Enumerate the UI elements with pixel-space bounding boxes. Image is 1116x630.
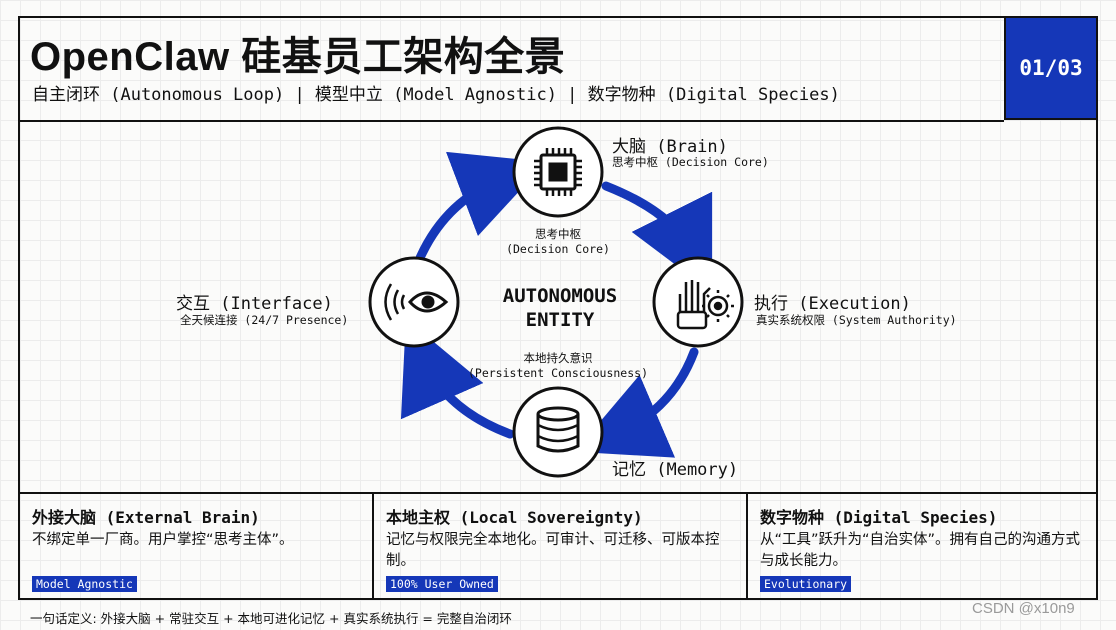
arrow-execution-to-memory <box>574 347 699 458</box>
feature-cards: 外接大脑 (External Brain) 不绑定单一厂商。用户掌控“思考主体”… <box>20 492 1096 600</box>
cpu-chip-icon <box>534 148 582 196</box>
header: OpenClaw 硅基员工架构全景 自主闭环 (Autonomous Loop)… <box>20 18 1004 122</box>
card-tag: 100% User Owned <box>386 576 498 592</box>
brain-sublabel: 思考中枢 (Decision Core) <box>612 155 769 169</box>
brain-label: 大脑 (Brain) <box>612 137 728 157</box>
memory-node <box>512 386 604 478</box>
interface-sublabel: 全天候连接 (24/7 Presence) <box>180 313 349 327</box>
page-number-badge: 01/03 <box>1004 18 1096 120</box>
card-external-brain: 外接大脑 (External Brain) 不绑定单一厂商。用户掌控“思考主体”… <box>20 494 372 600</box>
card-title: 外接大脑 (External Brain) <box>32 508 260 527</box>
execution-sublabel: 真实系统权限 (System Authority) <box>756 313 957 327</box>
card-title: 本地主权 (Local Sovereignty) <box>386 508 643 527</box>
card-local-sovereignty: 本地主权 (Local Sovereignty) 记忆与权限完全本地化。可审计、… <box>372 494 746 600</box>
center-title-line2: ENTITY <box>525 309 595 331</box>
memory-inner-sublabel: (Persistent Consciousness) <box>467 366 648 380</box>
arrow-memory-to-interface <box>400 318 515 439</box>
footer-definition: 一句话定义: 外接大脑 + 常驻交互 + 本地可进化记忆 + 真实系统执行 = … <box>30 611 512 626</box>
watermark: CSDN @x10n9 <box>972 600 1075 617</box>
arrow-brain-to-execution <box>601 181 713 293</box>
card-title: 数字物种 (Digital Species) <box>760 508 998 527</box>
memory-label: 记忆 (Memory) <box>612 460 739 480</box>
card-tag: Model Agnostic <box>32 576 137 592</box>
slide-frame: OpenClaw 硅基员工架构全景 自主闭环 (Autonomous Loop)… <box>18 16 1098 600</box>
card-body: 记忆与权限完全本地化。可审计、可迁移、可版本控制。 <box>386 532 720 569</box>
robot-hand-gear-icon <box>676 280 734 330</box>
execution-node <box>652 256 744 348</box>
eye-waves-icon <box>384 283 449 321</box>
center-title: AUTONOMOUS ENTITY <box>470 284 650 332</box>
memory-inner-label: 本地持久意识 <box>523 351 593 365</box>
card-body: 从“工具”跃升为“自治实体”。拥有自己的沟通方式与成长能力。 <box>760 532 1081 569</box>
brain-node <box>512 126 604 218</box>
page-title: OpenClaw 硅基员工架构全景 <box>30 35 566 79</box>
interface-node <box>368 256 460 348</box>
page-subtitle: 自主闭环 (Autonomous Loop) | 模型中立 (Model Agn… <box>32 85 840 105</box>
brain-inner-label: 思考中枢 <box>535 227 581 241</box>
card-digital-species: 数字物种 (Digital Species) 从“工具”跃升为“自治实体”。拥有… <box>746 494 1096 600</box>
execution-label: 执行 (Execution) <box>754 294 911 314</box>
brain-inner-sublabel: (Decision Core) <box>506 242 610 256</box>
card-tag: Evolutionary <box>760 576 852 592</box>
center-title-line1: AUTONOMOUS <box>502 285 618 307</box>
card-body: 不绑定单一厂商。用户掌控“思考主体”。 <box>32 532 294 548</box>
interface-label: 交互 (Interface) <box>176 294 333 314</box>
arrow-interface-to-brain <box>415 151 547 263</box>
database-icon <box>536 406 580 453</box>
